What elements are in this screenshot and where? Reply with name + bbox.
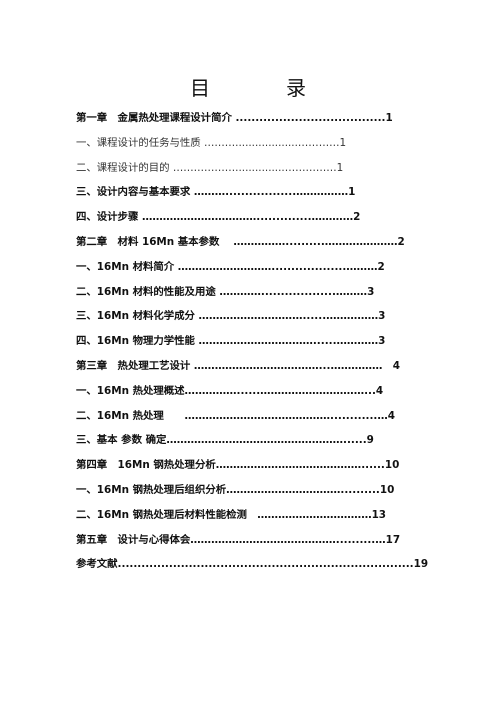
- toc-entry-1-4: 四、设计步骤 ……………………………..............…………2: [76, 211, 361, 224]
- toc-entry-chapter-3: 第三章 热处理工艺设计 ………………………………...…………… 4: [76, 359, 401, 372]
- toc-entry-chapter-2: 第二章 材料 16Mn 基本参数 ……………..........…………………2: [76, 235, 405, 248]
- table-of-contents: 第一章 金属热处理课程设计简介 ........................…: [76, 110, 436, 581]
- toc-entry-2-3: 三、16Mn 材料化学成分 …………………………......……………3: [76, 310, 386, 323]
- toc-entry-1-1: 一、课程设计的任务与性质 ………...................…………1: [76, 136, 347, 149]
- toc-entry-2-1: 一、16Mn 材料简介 ………………………...................…: [76, 260, 385, 273]
- toc-entry-3-2: 二、16Mn 热处理 ……………………………………............…4: [76, 409, 396, 422]
- toc-entry-references: 参考文献....................................…: [76, 558, 429, 571]
- toc-entry-4-2: 二、16Mn 钢热处理后材料性能检测 ……………………………13: [76, 508, 387, 521]
- toc-entry-4-1: 一、16Mn 钢热处理后组织分析……………………………..........10: [76, 483, 395, 496]
- toc-entry-chapter-5: 第五章 设计与心得体会……………………………………..........…17: [76, 533, 401, 546]
- toc-entry-chapter-1: 第一章 金属热处理课程设计简介 ........................…: [76, 112, 393, 124]
- page-title: 目 录: [190, 76, 334, 100]
- toc-entry-2-4: 四、16Mn 物理力学性能 ……………………………......…………3: [76, 335, 386, 348]
- toc-entry-3-3: 三、基本 参数 确定……………………………………………......9: [76, 434, 374, 447]
- toc-entry-chapter-4: 第四章 16Mn 钢热处理分析……………………………………......10: [76, 459, 400, 472]
- toc-entry-3-1: 一、16Mn 热处理概述……………......…………………………...4: [76, 384, 384, 397]
- toc-entry-1-3: 三、设计内容与基本要求 ………..................……………1: [76, 186, 356, 199]
- toc-entry-1-2: 二、课程设计的目的 ………………...............……………1: [76, 161, 344, 174]
- toc-entry-2-2: 二、16Mn 材料的性能及用途 …………...................……: [76, 285, 375, 298]
